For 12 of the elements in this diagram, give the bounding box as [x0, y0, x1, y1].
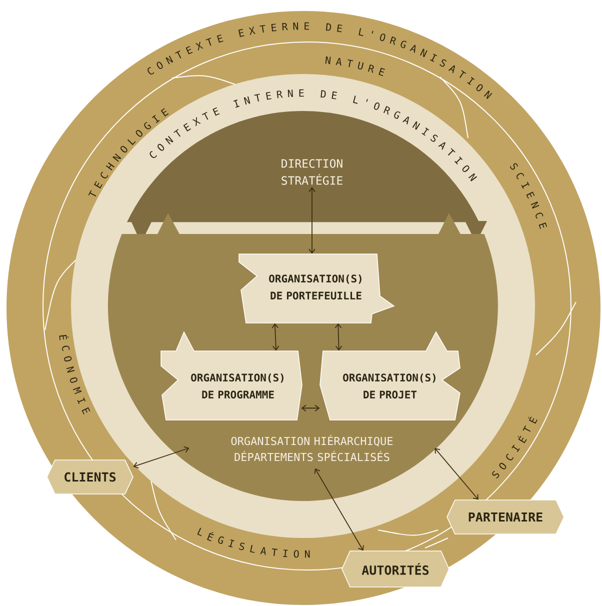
curved-label: NATURE: [325, 56, 385, 76]
organisation-box: ORGANISATION(S) DE PORTEFEUILLE: [238, 254, 395, 324]
arrow: [434, 448, 478, 500]
arrow: [334, 323, 342, 351]
arrow: [133, 446, 190, 468]
arrow: [314, 468, 364, 551]
organisation-box: ORGANISATION(S) DE PROJET: [320, 331, 460, 420]
arrow: [272, 323, 280, 351]
strategy-zone: DIRECTION STRATÉGIE: [282, 159, 342, 185]
arrow: [301, 404, 320, 412]
organisation-box: ORGANISATION(S) DE PROGRAMME: [160, 331, 302, 420]
arrow: [308, 187, 316, 254]
